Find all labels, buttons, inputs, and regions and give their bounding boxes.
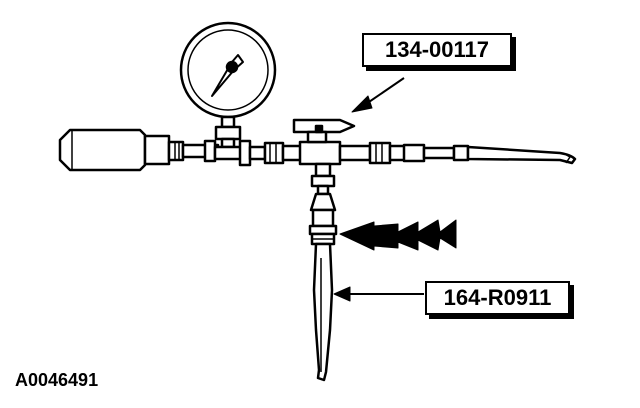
adapter-branch bbox=[308, 162, 338, 246]
left-handle bbox=[58, 128, 185, 172]
shutoff-valve bbox=[292, 118, 356, 144]
main-manifold-tube bbox=[181, 139, 470, 167]
direction-arrow bbox=[339, 219, 457, 251]
outlet-hose bbox=[466, 145, 577, 165]
figure-reference-id: A0046491 bbox=[15, 370, 99, 390]
upper-callout-leader bbox=[351, 77, 405, 113]
lower-callout-leader bbox=[333, 286, 424, 302]
upper-part-number-callout: 134-00117 bbox=[362, 33, 512, 67]
test-hose bbox=[312, 242, 334, 382]
pressure-gauge bbox=[179, 21, 277, 149]
lower-part-number-callout: 164-R0911 bbox=[425, 281, 570, 315]
